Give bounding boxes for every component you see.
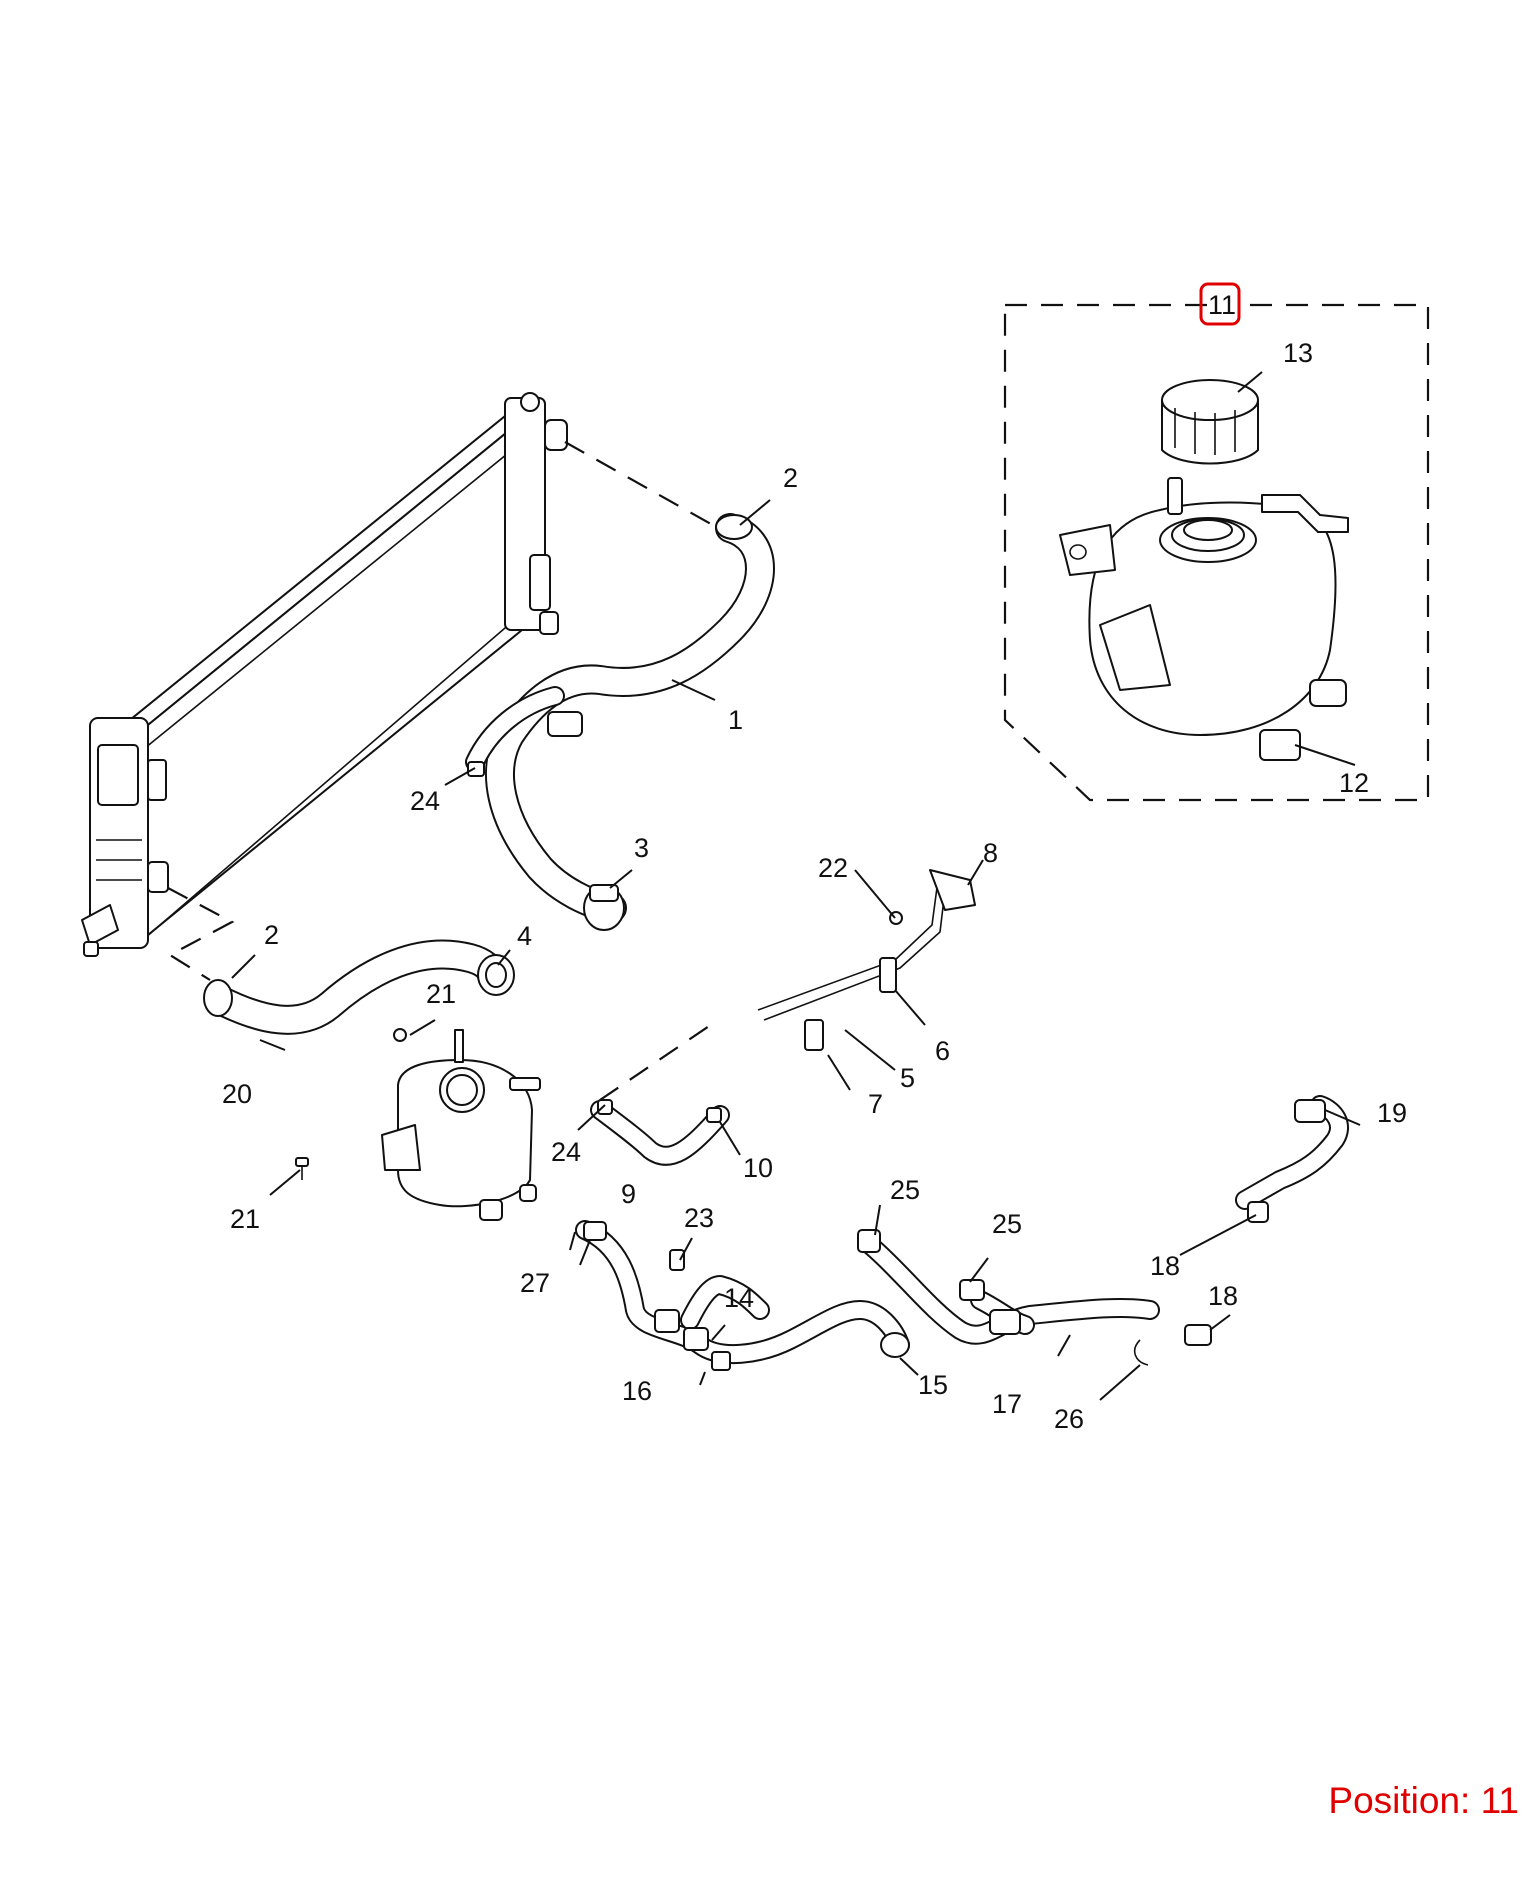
callout-26: 26 bbox=[1054, 1404, 1084, 1434]
callout-14: 14 bbox=[724, 1283, 754, 1313]
callout-27: 27 bbox=[520, 1268, 550, 1298]
callout-7: 7 bbox=[868, 1089, 883, 1119]
connection-lines bbox=[167, 441, 719, 981]
callout-2-lower: 2 bbox=[264, 920, 279, 950]
callout-18-left: 18 bbox=[1150, 1251, 1180, 1281]
callout-22: 22 bbox=[818, 853, 848, 883]
callout-11-highlight-box bbox=[1199, 282, 1241, 326]
callout-20: 20 bbox=[222, 1079, 252, 1109]
callout-2-upper: 2 bbox=[783, 463, 798, 493]
callout-25-right: 25 bbox=[992, 1209, 1022, 1239]
expansion-tank-lower bbox=[381, 1028, 541, 1221]
callout-11[interactable]: 11 bbox=[1208, 290, 1236, 320]
callout-16: 16 bbox=[622, 1376, 652, 1406]
callout-13: 13 bbox=[1283, 338, 1313, 368]
callout-8: 8 bbox=[983, 838, 998, 868]
callout-24-upper: 24 bbox=[410, 786, 440, 816]
callout-4: 4 bbox=[517, 921, 532, 951]
leader-lines bbox=[231, 371, 1361, 1401]
callout-9: 9 bbox=[621, 1179, 636, 1209]
callout-18-right: 18 bbox=[1208, 1281, 1238, 1311]
callout-1: 1 bbox=[728, 705, 743, 735]
heater-hoses bbox=[575, 1095, 1349, 1371]
position-label: Position: 11 bbox=[1328, 1780, 1519, 1821]
callout-10: 10 bbox=[743, 1153, 773, 1183]
callout-17: 17 bbox=[992, 1389, 1022, 1419]
callout-6: 6 bbox=[935, 1036, 950, 1066]
callout-24-lower: 24 bbox=[551, 1137, 581, 1167]
callout-19: 19 bbox=[1377, 1098, 1407, 1128]
callout-12: 12 bbox=[1339, 768, 1369, 798]
callout-3: 3 bbox=[634, 833, 649, 863]
lower-radiator-hose bbox=[203, 939, 515, 1035]
callout-23: 23 bbox=[684, 1203, 714, 1233]
callout-21-upper: 21 bbox=[426, 979, 456, 1009]
coolant-pipe-assembly bbox=[295, 869, 976, 1180]
radiator bbox=[81, 392, 568, 957]
callout-25-left: 25 bbox=[890, 1175, 920, 1205]
expansion-tank-inset bbox=[1003, 303, 1430, 802]
callout-15: 15 bbox=[918, 1370, 948, 1400]
callout-5: 5 bbox=[900, 1063, 915, 1093]
callout-numbers: 2 1 3 2 4 24 20 21 22 8 6 5 7 10 24 9 21… bbox=[222, 282, 1407, 1434]
callout-21-lower: 21 bbox=[230, 1204, 260, 1234]
upper-radiator-hose bbox=[465, 513, 775, 931]
